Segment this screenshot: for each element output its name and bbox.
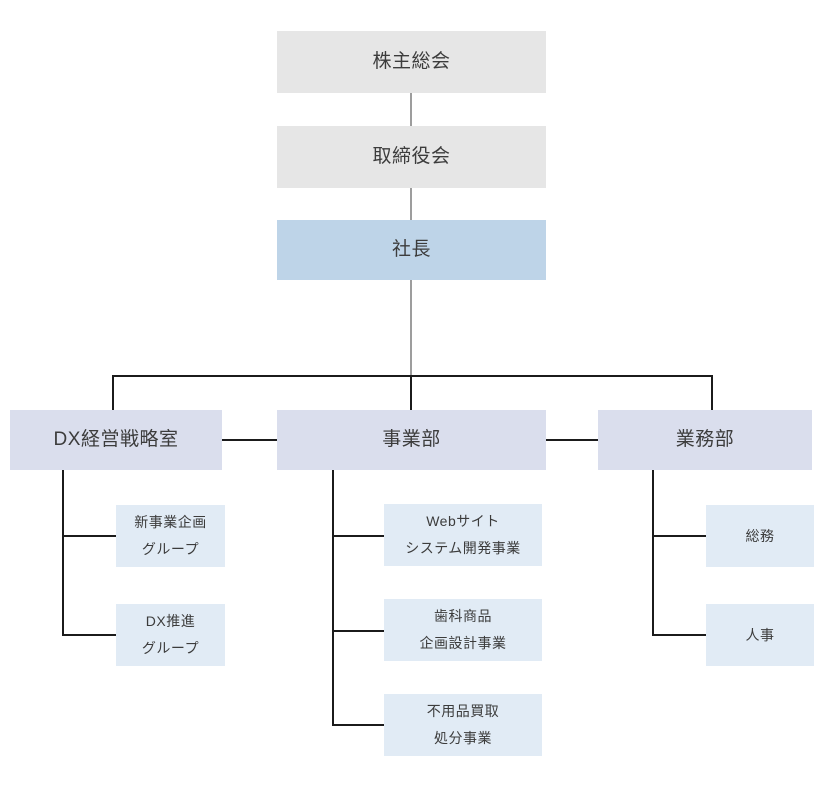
- connector-bus-to-dx-office: [112, 375, 114, 410]
- node-dental-product-planning-label-line2: 企画設計事業: [419, 635, 507, 651]
- node-business-division[interactable]: 事業部: [277, 410, 546, 470]
- connector-bus-to-operations-division: [711, 375, 713, 410]
- node-business-division-label: 事業部: [382, 429, 441, 451]
- connector-dx-office-to-dx-promotion-group: [62, 634, 117, 636]
- connector-business-to-used-goods: [332, 724, 385, 726]
- connector-operations-to-general-affairs: [652, 535, 707, 537]
- node-operations-division-label: 業務部: [675, 429, 735, 451]
- node-operations-division[interactable]: 業務部: [598, 410, 812, 470]
- connector-shareholders-to-board: [410, 93, 412, 126]
- node-dx-strategy-office-label: DX経営戦略室: [53, 429, 179, 451]
- node-board-of-directors[interactable]: 取締役会: [277, 126, 546, 188]
- node-new-business-planning-group-label-line1: 新事業企画: [134, 514, 207, 531]
- connector-board-to-president: [410, 188, 412, 220]
- node-dental-product-planning-label-line1: 歯科商品: [434, 608, 492, 625]
- node-new-business-planning-group-label-line2: グループ: [141, 541, 200, 557]
- connector-president-stem: [410, 280, 412, 376]
- node-shareholders-meeting[interactable]: 株主総会: [277, 31, 546, 93]
- connector-operations-to-human-resources: [652, 634, 707, 636]
- node-web-system-development-label-line2: システム開発事業: [405, 540, 521, 556]
- connector-operations-division-spine: [652, 470, 654, 636]
- node-used-goods-purchase-disposal-label-line2: 処分事業: [434, 730, 492, 746]
- connector-bus-to-business-division: [410, 375, 412, 410]
- connector-business-to-web-system: [332, 535, 385, 537]
- node-human-resources-label: 人事: [745, 626, 775, 643]
- connector-department-bus: [112, 375, 713, 377]
- node-web-system-development-label-line1: Webサイト: [426, 513, 500, 530]
- node-president[interactable]: 社長: [277, 220, 546, 280]
- node-dx-promotion-group[interactable]: DX推進 グループ: [116, 604, 225, 666]
- connector-dx-office-to-business-division: [222, 439, 278, 441]
- connector-business-to-dental-product: [332, 630, 385, 632]
- node-general-affairs[interactable]: 総務: [706, 505, 814, 567]
- node-board-of-directors-label: 取締役会: [372, 146, 451, 168]
- node-dx-strategy-office[interactable]: DX経営戦略室: [10, 410, 222, 470]
- node-used-goods-purchase-disposal[interactable]: 不用品買取 処分事業: [384, 694, 542, 756]
- node-president-label: 社長: [391, 239, 431, 261]
- connector-dx-office-to-new-business-group: [62, 535, 117, 537]
- node-general-affairs-label: 総務: [745, 527, 775, 544]
- node-human-resources[interactable]: 人事: [706, 604, 814, 666]
- connector-business-division-spine: [332, 470, 334, 726]
- node-dx-promotion-group-label-line1: DX推進: [145, 613, 196, 630]
- node-dx-promotion-group-label-line2: グループ: [141, 640, 200, 656]
- connector-business-to-operations-division: [546, 439, 599, 441]
- node-used-goods-purchase-disposal-label-line1: 不用品買取: [426, 703, 500, 720]
- node-new-business-planning-group[interactable]: 新事業企画 グループ: [116, 505, 225, 567]
- connector-dx-office-spine: [62, 470, 64, 636]
- node-shareholders-meeting-label: 株主総会: [372, 51, 451, 73]
- node-web-system-development[interactable]: Webサイト システム開発事業: [384, 504, 542, 566]
- node-dental-product-planning[interactable]: 歯科商品 企画設計事業: [384, 599, 542, 661]
